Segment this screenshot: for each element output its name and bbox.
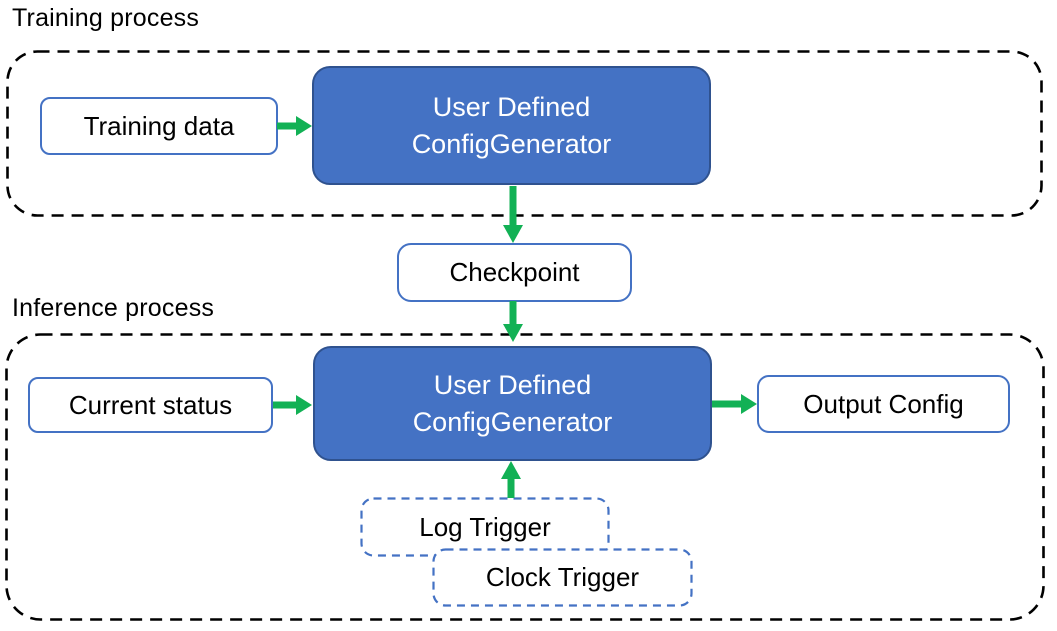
training-config-generator-node: User Defined ConfigGenerator xyxy=(312,66,711,185)
training-process-region xyxy=(6,50,1043,217)
inference-config-generator-node: User Defined ConfigGenerator xyxy=(313,346,712,461)
inference-generator-line2: ConfigGenerator xyxy=(412,406,613,437)
output-config-label: Output Config xyxy=(803,388,964,419)
inference-process-title: Inference process xyxy=(12,294,215,322)
training-process-title: Training process xyxy=(12,4,200,32)
inference-config-generator-label: User Defined ConfigGenerator xyxy=(413,367,613,441)
inference-process-region xyxy=(5,333,1045,621)
arrow-triggers-to-generator xyxy=(499,461,523,498)
arrow-generator-to-output-config xyxy=(712,392,757,416)
training-generator-line1: User Defined xyxy=(432,91,591,122)
current-status-node: Current status xyxy=(28,377,273,433)
clock-trigger-dashed-border xyxy=(432,548,693,607)
clock-trigger-label: Clock Trigger xyxy=(485,562,640,592)
training-generator-line2: ConfigGenerator xyxy=(411,128,612,159)
arrow-training-data-to-generator xyxy=(277,114,312,138)
checkpoint-node: Checkpoint xyxy=(397,243,632,302)
current-status-label: Current status xyxy=(68,389,233,420)
arrow-current-status-to-generator xyxy=(273,393,312,417)
training-data-label: Training data xyxy=(83,110,235,141)
training-region-dashed-border xyxy=(6,50,1043,217)
arrow-checkpoint-to-inference-generator xyxy=(501,301,525,342)
training-data-node: Training data xyxy=(40,97,278,155)
inference-region-dashed-border xyxy=(5,333,1045,621)
checkpoint-label: Checkpoint xyxy=(449,257,580,287)
clock-trigger-node: Clock Trigger xyxy=(432,548,693,607)
training-config-generator-label: User Defined ConfigGenerator xyxy=(412,89,612,163)
arrow-generator-to-checkpoint xyxy=(501,186,525,243)
log-trigger-label: Log Trigger xyxy=(419,511,551,542)
output-config-node: Output Config xyxy=(757,375,1010,433)
log-trigger-node: Log Trigger xyxy=(360,497,610,557)
log-trigger-dashed-border xyxy=(360,497,610,557)
inference-generator-line1: User Defined xyxy=(433,369,592,400)
